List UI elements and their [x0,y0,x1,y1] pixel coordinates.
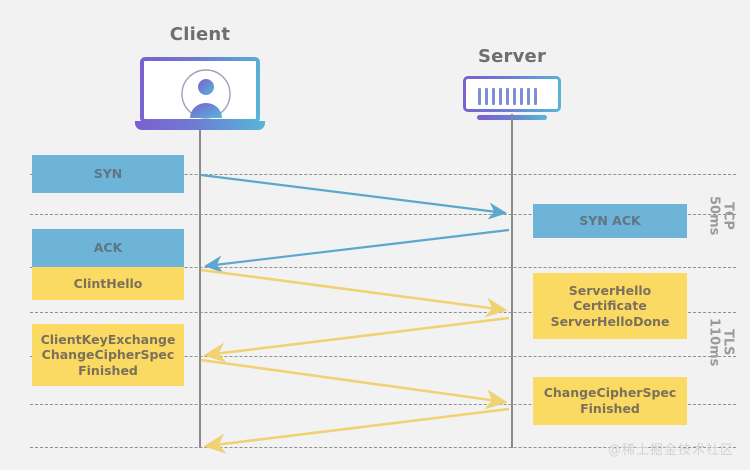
server-message-syn-ack: SYN ACK [533,204,687,238]
arrow-server-hello [203,316,510,363]
server-message-change-cipher: ChangeCipherSpec Finished [533,377,687,425]
arrow-syn [200,173,508,220]
laptop-base [135,121,265,130]
gridline-client-key-exchange [30,404,736,405]
client-message-ack: ACK [32,229,184,267]
client-message-syn: SYN [32,155,184,193]
phase-label-tcp: TCP 50ms [706,196,735,235]
phase-tls-name: TLS [720,328,736,356]
gridline-ack [30,267,736,268]
server-lifeline [511,114,513,448]
client-message-client-key-exchange: ClientKeyExchange ChangeCipherSpec Finis… [32,324,184,386]
gridline-server-hello [30,356,736,357]
laptop-screen [140,57,260,123]
phase-tcp-duration: 50ms [706,196,722,236]
gridline-syn-ack [30,214,736,215]
arrow-server-finished [203,407,510,454]
arrow-client-key-exchange [200,358,508,410]
phase-tls-duration: 110ms [706,318,722,367]
arrow-client-hello [200,268,508,318]
phase-label-tls: TLS 110ms [706,318,735,366]
gridline-client-hello [30,312,736,313]
gridline-server-finished [30,447,736,448]
server-icon [463,76,561,122]
client-lifeline [199,130,201,448]
client-message-client-hello: ClintHello [32,267,184,300]
user-avatar-icon [180,68,232,120]
server-chassis [463,76,561,112]
phase-tcp-name: TCP [720,201,736,230]
server-lane-title: Server [477,46,547,67]
watermark: @稀土掘金技术社区 [607,443,734,458]
arrow-syn-ack [203,228,510,273]
client-laptop-icon [135,57,265,135]
server-rack-bars [478,88,537,105]
server-message-server-hello: ServerHello Certificate ServerHelloDone [533,273,687,339]
client-lane-title: Client [169,24,231,45]
